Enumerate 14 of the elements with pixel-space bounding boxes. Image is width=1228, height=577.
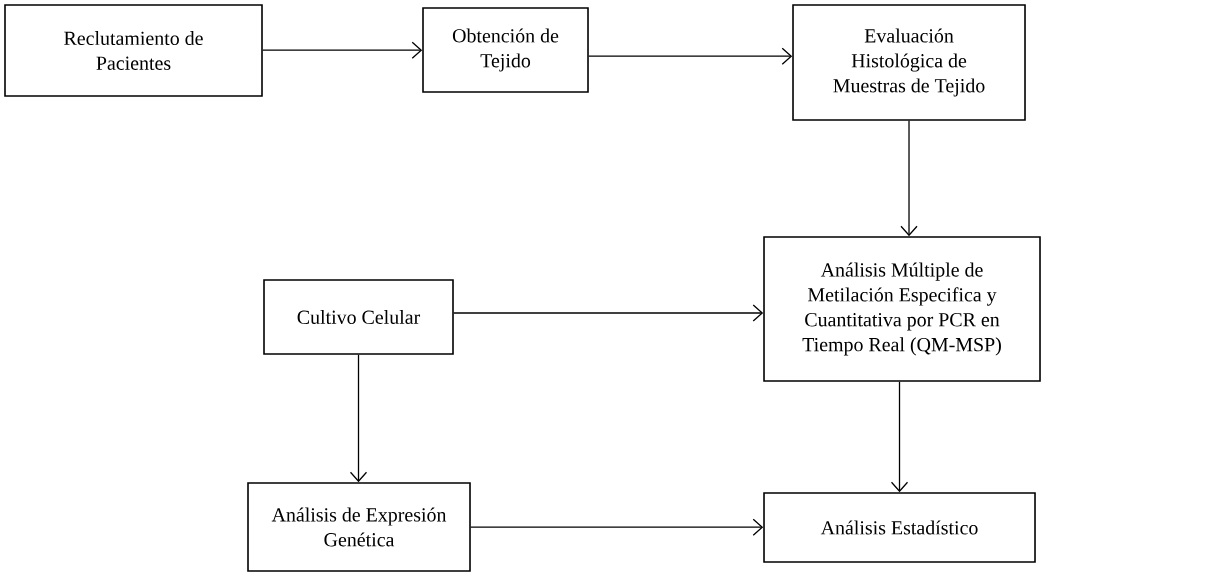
arrow xyxy=(890,381,909,493)
arrow xyxy=(900,120,918,237)
process-box: Cultivo Celular xyxy=(263,279,454,355)
process-box: Obtención de Tejido xyxy=(422,7,589,93)
process-box: Análisis Estadístico xyxy=(763,492,1036,563)
arrow xyxy=(588,47,793,65)
arrow xyxy=(470,518,764,536)
arrow xyxy=(349,354,368,483)
arrow xyxy=(453,304,764,322)
process-box: Evaluación Histológica de Muestras de Tejido xyxy=(792,4,1026,121)
process-box: Reclutamiento de Pacientes xyxy=(4,4,263,97)
arrow xyxy=(262,41,423,59)
process-box: Análisis Múltiple de Metilación Especifica y Cuantitativa por PCR en Tiempo Real (QM-MSP) xyxy=(763,236,1041,382)
process-box: Análisis de Expresión Genética xyxy=(247,482,471,572)
